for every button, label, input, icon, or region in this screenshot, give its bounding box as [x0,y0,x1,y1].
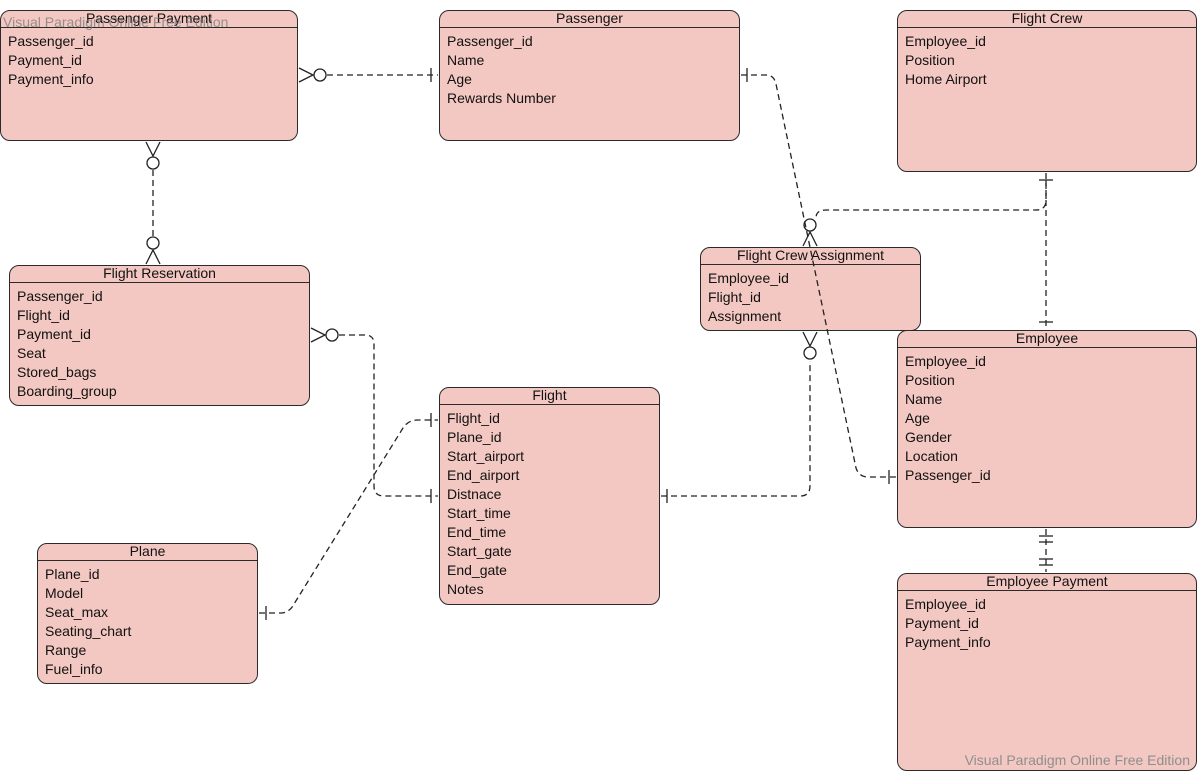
relationship-line[interactable] [815,173,1047,219]
entity-title: Passenger Payment [1,11,297,28]
entity-field: Name [905,391,943,407]
zero-or-many-marker [298,67,327,83]
entity-field: Employee_id [708,270,789,286]
zero-or-many-marker [145,141,161,170]
entity-field: Payment_id [905,615,979,631]
relationship-line[interactable] [339,334,438,497]
entity-title: Employee [898,331,1196,348]
entity-title: Plane [38,544,257,561]
entity-employee-payment[interactable]: Employee Payment Employee_id Payment_id … [897,573,1197,771]
entity-field: Passenger_id [447,33,533,49]
zero-or-many-marker [310,327,339,343]
entity-field: Notes [447,581,484,597]
entity-field: Flight_id [17,307,70,323]
entity-field-list: Passenger_id Name Age Rewards Number [440,28,739,108]
entity-field: Boarding_group [17,383,117,399]
entity-field: Flight_id [708,289,761,305]
entity-flight-reservation[interactable]: Flight Reservation Passenger_id Flight_i… [9,265,310,406]
entity-title: Employee Payment [898,574,1196,591]
entity-employee[interactable]: Employee Employee_id Position Name Age G… [897,330,1197,528]
entity-field-list: Passenger_id Flight_id Payment_id Seat S… [10,283,309,401]
entity-field-list: Passenger_id Payment_id Payment_info [1,28,297,89]
relationship-line[interactable] [259,419,438,614]
entity-field: Seating_chart [45,623,132,639]
entity-field: Range [45,642,87,658]
entity-field-list: Employee_id Payment_id Payment_info [898,591,1196,652]
entity-field: Passenger_id [905,467,991,483]
one-and-only-one-marker [1039,535,1053,543]
entity-field: Start_gate [447,543,512,559]
entity-field: Age [447,71,472,87]
relationship-line[interactable] [661,361,811,497]
entity-field: End_time [447,524,507,540]
entity-field: Employee_id [905,353,986,369]
entity-field: Fuel_info [45,661,103,677]
entity-field: Age [905,410,930,426]
entity-field: Employee_id [905,33,986,49]
entity-flight-crew[interactable]: Flight Crew Employee_id Position Home Ai… [897,10,1197,172]
entity-field: Gender [905,429,952,445]
entity-field-list: Employee_id Position Home Airport [898,28,1196,89]
entity-field: Payment_info [8,71,94,87]
entity-field-list: Employee_id Flight_id Assignment [701,265,920,326]
entity-field: End_gate [447,562,507,578]
entity-field: Position [905,372,955,388]
entity-title: Flight [440,388,659,405]
entity-field: Start_time [447,505,511,521]
entity-field: Rewards Number [447,90,556,106]
entity-field: Stored_bags [17,364,97,380]
entity-field-list: Plane_id Model Seat_max Seating_chart Ra… [38,561,257,679]
entity-field: Assignment [708,308,782,324]
entity-field: Name [447,52,485,68]
entity-field: Flight_id [447,410,500,426]
entity-field: Plane_id [447,429,502,445]
entity-field: Position [905,52,955,68]
entity-field: Seat [17,345,46,361]
entity-field-list: Employee_id Position Name Age Gender Loc… [898,348,1196,485]
entity-title: Flight Crew Assignment [701,248,920,265]
entity-field: Passenger_id [17,288,103,304]
entity-field: Location [905,448,958,464]
zero-or-many-marker [802,218,818,247]
entity-field: Home Airport [905,71,987,87]
entity-field: Passenger_id [8,33,94,49]
entity-field: Start_airport [447,448,525,464]
one-and-only-one-marker [1039,558,1053,566]
entity-field: Model [45,585,84,601]
entity-field: End_airport [447,467,520,483]
entity-field: Plane_id [45,566,100,582]
entity-field: Seat_max [45,604,109,620]
entity-title: Flight Reservation [10,266,309,283]
entity-field-list: Flight_id Plane_id Start_airport End_air… [440,405,659,599]
zero-or-many-marker [802,331,818,360]
entity-passenger-payment[interactable]: Passenger Payment Passenger_id Payment_i… [0,10,298,141]
entity-field: Payment_id [17,326,91,342]
entity-plane[interactable]: Plane Plane_id Model Seat_max Seating_ch… [37,543,258,684]
entity-field: Payment_info [905,634,991,650]
entity-field: Employee_id [905,596,986,612]
entity-flight-crew-assignment[interactable]: Flight Crew Assignment Employee_id Fligh… [700,247,921,331]
entity-flight[interactable]: Flight Flight_id Plane_id Start_airport … [439,387,660,605]
watermark-bottom: Visual Paradigm Online Free Edition [964,752,1190,768]
entity-title: Passenger [440,11,739,28]
entity-passenger[interactable]: Passenger Passenger_id Name Age Rewards … [439,10,740,141]
entity-title: Flight Crew [898,11,1196,28]
entity-field: Payment_id [8,52,82,68]
entity-field: Distnace [447,486,502,502]
zero-or-many-marker [145,236,161,265]
watermark-top: Visual Paradigm Online Free Edition [3,14,229,30]
